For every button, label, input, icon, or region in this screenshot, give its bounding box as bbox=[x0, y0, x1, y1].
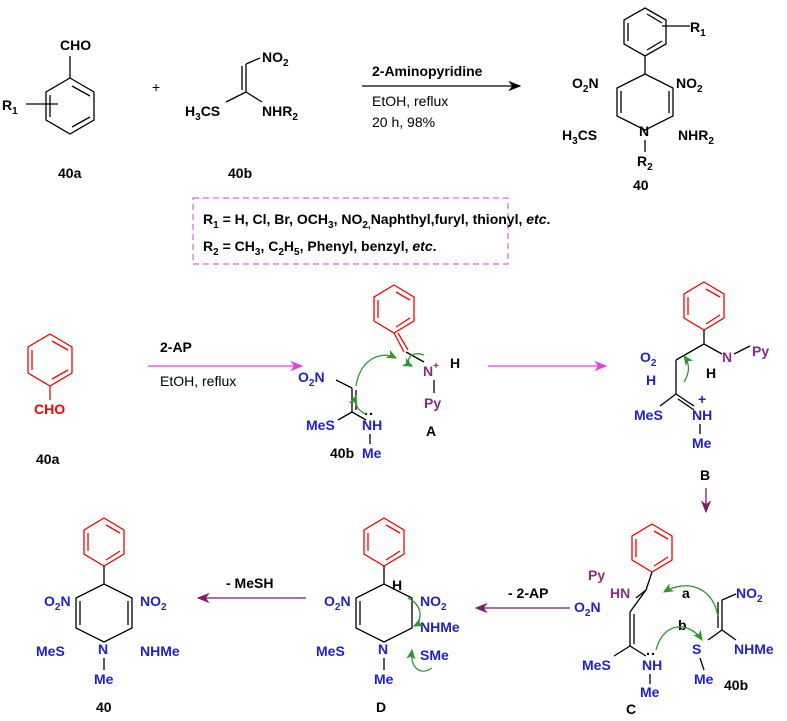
prod-r1-label: R1 bbox=[690, 19, 706, 39]
compound-40a-mech: CHO 40a bbox=[27, 333, 73, 467]
prod-o2n-label: O2N bbox=[572, 75, 599, 95]
label-40-top: 40 bbox=[633, 177, 649, 193]
p-no2: NO2 bbox=[140, 593, 167, 613]
label-C: C bbox=[626, 701, 636, 717]
prod-no2-label: NO2 bbox=[676, 75, 703, 95]
label-40b: 40b bbox=[228, 165, 252, 181]
b-o2n: O2 bbox=[640, 349, 657, 369]
c-me: Me bbox=[640, 684, 660, 700]
a-me: Me bbox=[362, 445, 382, 461]
a-h: H bbox=[450, 355, 460, 371]
d-h: H bbox=[392, 577, 402, 593]
minus-mesh: - MeSH bbox=[226, 575, 273, 591]
cond-catalyst: 2-Aminopyridine bbox=[372, 63, 483, 79]
prod-r2-label: R2 bbox=[637, 153, 653, 173]
b-nh-h: H bbox=[706, 365, 716, 381]
c-s-me: Me bbox=[694, 671, 714, 687]
intermediate-C: Py HN O2N MeS NH Me C a b NO2 S Me NHMe … bbox=[574, 523, 774, 717]
c-mes: MeS bbox=[582, 657, 611, 673]
p-nhme: NHMe bbox=[140, 643, 180, 659]
no2-label: NO2 bbox=[262, 49, 289, 69]
nhr2-label: NHR2 bbox=[262, 103, 298, 123]
b-me: Me bbox=[692, 435, 712, 451]
c-nh: NH bbox=[642, 657, 662, 673]
a-mes: MeS bbox=[306, 417, 335, 433]
substituent-box bbox=[192, 197, 509, 265]
d-o2n: O2N bbox=[324, 593, 351, 613]
prod-nhr2-label: NHR2 bbox=[678, 127, 714, 147]
label-D: D bbox=[376, 699, 386, 715]
minus-2ap: - 2-AP bbox=[508, 585, 548, 601]
p-me: Me bbox=[94, 671, 114, 687]
compound-40-top: R1 O2N NO2 H3CS N NHR2 R2 40 bbox=[562, 7, 714, 193]
b-n: N bbox=[722, 349, 732, 365]
substituent-line-1: R1 = H, Cl, Br, OCH3, NO2,Naphthyl,furyl… bbox=[203, 211, 550, 231]
cond-time-yield: 20 h, 98% bbox=[372, 114, 435, 130]
d-mes: MeS bbox=[316, 643, 345, 659]
cho-label: CHO bbox=[60, 37, 91, 53]
compound-40a-top: CHO R1 40a bbox=[2, 37, 95, 181]
c-o2n: O2N bbox=[574, 599, 601, 619]
c-label-b: b bbox=[678, 617, 687, 633]
c-py: Py bbox=[588, 567, 605, 583]
a-n-plus: N+ bbox=[423, 361, 439, 379]
d-n: N bbox=[378, 641, 388, 657]
r1-label: R1 bbox=[2, 97, 18, 117]
prod-n-label: N bbox=[639, 123, 649, 139]
mech-label-40a: 40a bbox=[36, 451, 60, 467]
b-py: Py bbox=[752, 343, 769, 359]
label-B: B bbox=[700, 467, 710, 483]
h3cs-label: H3CS bbox=[185, 103, 220, 123]
b-mes: MeS bbox=[634, 407, 663, 423]
c-s: S bbox=[692, 641, 701, 657]
d-nhme: NHMe bbox=[420, 619, 460, 635]
c-label-a: a bbox=[682, 585, 690, 601]
b-nh: NH bbox=[692, 407, 712, 423]
b-nh-plus: + bbox=[698, 391, 706, 407]
label-A: A bbox=[426, 423, 436, 439]
p-mes: MeS bbox=[36, 643, 65, 659]
plus-sign: + bbox=[152, 79, 160, 95]
label-40-mech: 40 bbox=[96, 699, 112, 715]
final-product-40: O2N NO2 MeS N NHMe Me 40 bbox=[36, 517, 180, 715]
mech-cond-etoh: EtOH, reflux bbox=[160, 373, 236, 389]
d-sme: SMe bbox=[420, 647, 449, 663]
b-h: H bbox=[646, 372, 656, 388]
p-o2n: O2N bbox=[44, 593, 71, 613]
a-nh: NH bbox=[362, 417, 382, 433]
cond-solvent: EtOH, reflux bbox=[372, 93, 448, 109]
a-o2n: O2N bbox=[298, 369, 325, 389]
intermediate-D: H O2N NO2 NHMe SMe MeS N Me D bbox=[316, 517, 460, 715]
substituent-line-2: R2 = CH3, C2H5, Phenyl, benzyl, etc. bbox=[203, 238, 437, 258]
c-nhme: NHMe bbox=[734, 641, 774, 657]
compound-40b-top: NO2 H3CS NHR2 40b bbox=[185, 49, 298, 181]
intermediate-B: N H Py O2 H MeS NH + Me B bbox=[634, 281, 769, 483]
label-40a: 40a bbox=[58, 165, 82, 181]
c-hn: HN bbox=[610, 585, 630, 601]
c-no2: NO2 bbox=[736, 585, 763, 605]
p-n: N bbox=[98, 641, 108, 657]
c-label-40b: 40b bbox=[724, 677, 748, 693]
mech-label-40b: 40b bbox=[330, 445, 354, 461]
mech-cond-2ap: 2-AP bbox=[160, 339, 192, 355]
d-me: Me bbox=[374, 671, 394, 687]
mech-cho-label: CHO bbox=[34, 401, 65, 417]
d-no2: NO2 bbox=[420, 593, 447, 613]
intermediate-A: N+ H Py A O2N MeS NH Me 40b bbox=[298, 284, 460, 461]
prod-h3cs-label: H3CS bbox=[562, 127, 597, 147]
a-py: Py bbox=[424, 395, 441, 411]
